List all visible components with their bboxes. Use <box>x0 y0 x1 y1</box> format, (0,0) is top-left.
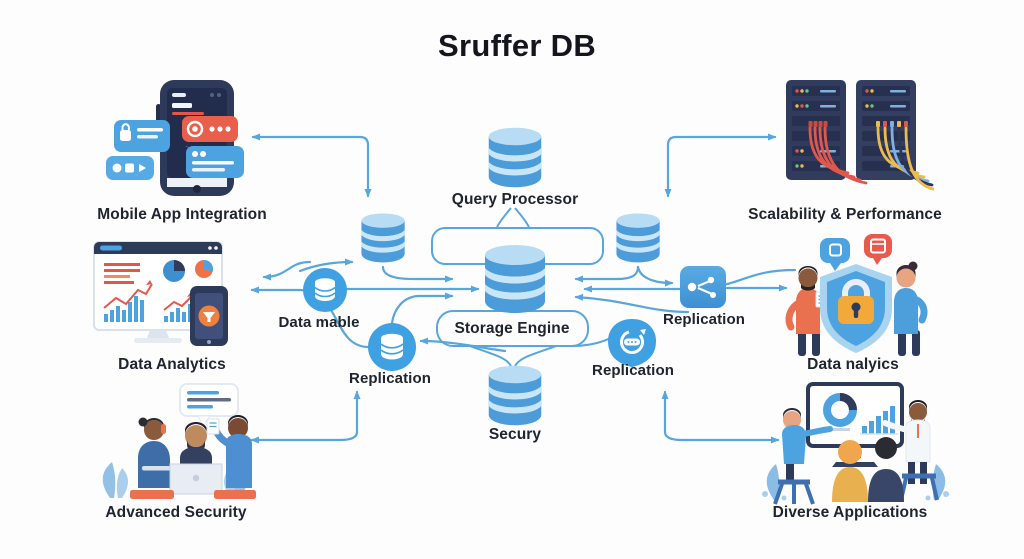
label-query-processor: Query Processor <box>451 191 579 208</box>
storage-engine-cylinder <box>485 245 545 313</box>
funnel-curve <box>469 345 512 367</box>
team-laptop-illustration <box>102 383 256 499</box>
arrow-buffer-right-to-storage <box>574 265 640 283</box>
query-processor-cylinder <box>488 127 542 188</box>
label-data-mable: Data mable <box>278 314 360 331</box>
label-advanced-security: Advanced Security <box>105 504 247 521</box>
dashboard-charts-illustration <box>93 241 228 346</box>
arrow-diverse-replication <box>661 390 780 444</box>
label-notch <box>514 207 530 228</box>
sync-shield-icon <box>608 319 656 367</box>
label-diverse-applications: Diverse Applications <box>772 504 928 521</box>
arrow-to-buffer-left <box>298 258 354 273</box>
arrow-replication-to-storage <box>390 292 454 325</box>
presentation-meeting-illustration <box>762 382 949 505</box>
database-circle-icon <box>368 323 416 371</box>
page-title: Sruffer DB <box>437 28 597 63</box>
arrow-to-analytics-1 <box>262 260 312 281</box>
arrow-box-to-replication <box>419 337 507 353</box>
label-mobile-app-integration: Mobile App Integration <box>97 206 267 223</box>
label-replication-right: Replication <box>663 311 745 328</box>
shield-lock-people-illustration <box>785 234 928 356</box>
label-storage-engine: Storage Engine <box>454 320 570 337</box>
label-replication-left: Replication <box>349 370 431 387</box>
smartphone-notifications-illustration <box>106 80 244 196</box>
arrow-buffer-to-storage <box>381 265 454 283</box>
buffer-left-cylinder <box>361 213 405 263</box>
share-key-icon <box>680 266 726 308</box>
label-data-analytics: Data Analytics <box>118 356 226 373</box>
arrow-scalability-buffer <box>664 133 777 198</box>
label-secury: Secury <box>488 426 542 443</box>
database-circle-icon <box>303 268 347 312</box>
label-replication-mid: Replication <box>592 362 674 379</box>
funnel-curve <box>514 345 557 367</box>
arrow-mobile-buffer <box>251 133 372 198</box>
label-scalability-performance: Scalability & Performance <box>748 206 942 223</box>
arrow-share-to-storage <box>574 293 690 314</box>
label-notch <box>496 207 512 228</box>
label-data-nalyics: Data nalyics <box>807 356 899 373</box>
arrow-advanced-replication <box>250 390 361 444</box>
buffer-right-cylinder <box>616 213 660 263</box>
server-racks-cables-illustration <box>786 80 934 191</box>
security-cylinder <box>488 365 542 426</box>
arrow-buffer-to-share <box>636 265 674 287</box>
